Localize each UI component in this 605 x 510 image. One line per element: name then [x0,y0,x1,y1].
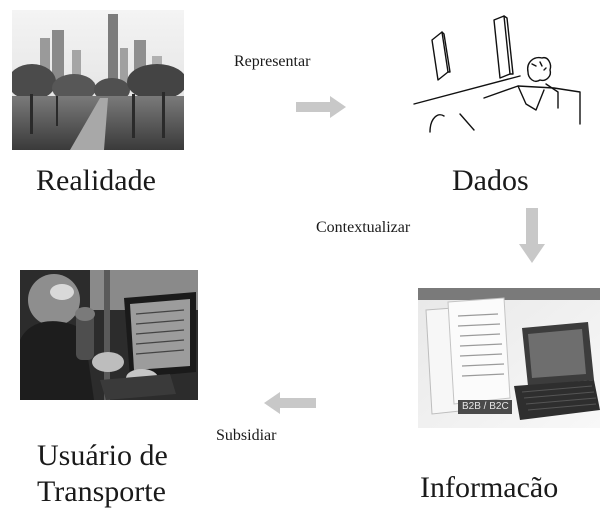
usuario-label-line2: Transporte [37,475,166,508]
line-sketch-drawing-icon [413,15,581,133]
dados-label: Dados [452,164,529,197]
subsidiar-label: Subsidiar [216,427,277,444]
informacao-photo: B2B / B2C [418,288,600,428]
informacao-badge: B2B / B2C [462,401,509,412]
laptop-documents-photo-icon [418,288,600,428]
usuario-photo [20,270,198,400]
contextualizar-arrow [518,208,546,264]
arrow-right-icon [296,96,346,118]
contextualizar-label: Contextualizar [316,219,411,236]
dados-sketch [408,12,588,134]
realidade-label: Realidade [36,164,156,197]
arrow-down-icon [519,208,545,263]
usuario-label-line1: Usuário de [37,439,168,472]
realidade-photo [12,10,184,150]
arrow-left-icon [264,392,316,414]
city-park-photo-icon [12,10,184,150]
representar-arrow [296,94,348,120]
subsidiar-arrow [262,390,316,416]
informacao-label: Informacão [420,471,559,504]
person-at-computer-photo-icon [20,270,198,400]
representar-label: Representar [234,53,311,70]
